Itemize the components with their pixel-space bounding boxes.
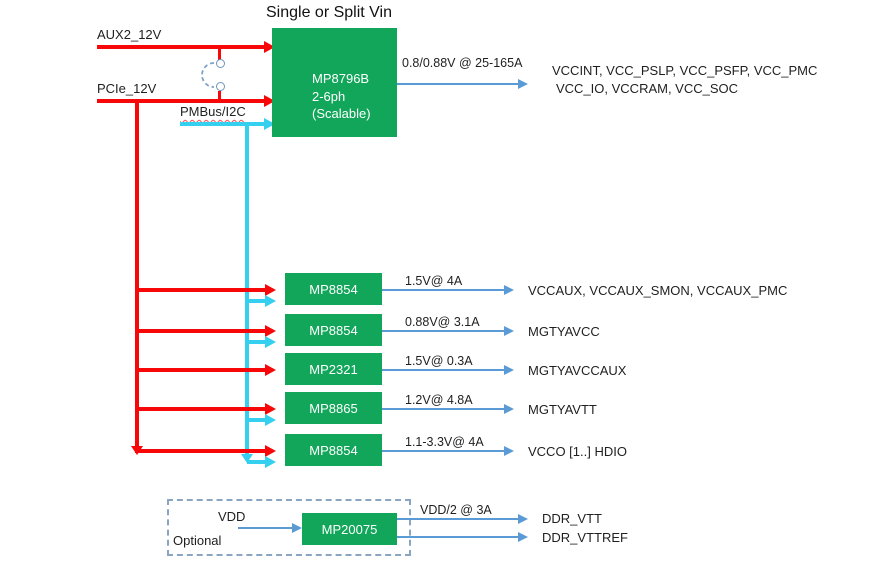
arrowhead-icon xyxy=(265,414,276,426)
output-value-label: 0.88V@ 3.1A xyxy=(405,315,480,329)
regulator-block: MP8854 xyxy=(285,273,382,305)
switch-contact-icon xyxy=(216,59,225,68)
switch-stub-bottom xyxy=(218,91,221,100)
pmbus-line xyxy=(180,122,267,126)
aux-input-label: AUX2_12V xyxy=(97,27,162,42)
optional-output-label: VDD/2 @ 3A xyxy=(420,503,492,517)
arrowhead-icon xyxy=(265,403,276,415)
pmbus-line xyxy=(247,340,267,344)
load-label: MGTYAVCCAUX xyxy=(528,363,627,378)
power-line xyxy=(137,368,267,372)
arrowhead-icon xyxy=(264,95,275,107)
main-output-label: 0.8/0.88V @ 25-165A xyxy=(402,56,523,70)
aux-power-line xyxy=(97,45,267,49)
phase-label: 2-6ph xyxy=(312,88,346,104)
pmbus-line xyxy=(247,299,267,303)
red-power-trunk xyxy=(135,99,139,453)
arrowhead-icon xyxy=(265,295,276,307)
chip-label: MP20075 xyxy=(321,521,378,537)
output-arrow xyxy=(382,450,506,452)
chip-label: MP2321 xyxy=(309,361,358,377)
arrowhead-icon xyxy=(265,364,276,376)
regulator-block: MP8854 xyxy=(285,434,382,466)
output-value-label: 1.5V@ 4A xyxy=(405,274,463,288)
load-label: MGTYAVCC xyxy=(528,324,600,339)
arrowhead-icon xyxy=(504,326,514,336)
arrowhead-icon xyxy=(265,445,276,457)
output-arrow xyxy=(382,369,506,371)
main-regulator-block: MP8796B 2-6ph (Scalable) xyxy=(272,28,397,137)
optional-regulator-block: MP20075 xyxy=(302,513,397,545)
ddr-vtt-arrow xyxy=(397,518,520,520)
chip-label: MP8854 xyxy=(309,281,358,297)
switch-arc-icon xyxy=(201,62,215,88)
chip-label: MP8854 xyxy=(309,322,358,338)
arrowhead-icon xyxy=(504,365,514,375)
switch-contact-icon xyxy=(216,82,225,91)
arrowhead-icon xyxy=(292,523,302,533)
arrowhead-icon xyxy=(265,325,276,337)
arrowhead-icon xyxy=(264,118,275,130)
main-loads-line2: VCC_IO, VCCRAM, VCC_SOC xyxy=(556,81,739,96)
power-line xyxy=(137,407,267,411)
load-label: MGTYAVTT xyxy=(528,402,597,417)
arrowhead-icon xyxy=(265,284,276,296)
scalable-label: (Scalable) xyxy=(312,106,371,122)
regulator-block: MP8854 xyxy=(285,314,382,346)
output-value-label: 1.1-3.3V@ 4A xyxy=(405,435,484,449)
pcie-input-label: PCIe_12V xyxy=(97,81,157,96)
chip-label: MP8865 xyxy=(309,400,358,416)
output-arrow xyxy=(382,408,506,410)
power-line xyxy=(137,288,267,292)
ddr-vtt-load-label: DDR_VTT xyxy=(542,511,602,526)
output-arrow xyxy=(382,289,506,291)
arrowhead-icon xyxy=(265,456,276,468)
pcie-power-line xyxy=(97,99,267,103)
load-label: VCCO [1..] HDIO xyxy=(528,444,627,459)
arrowhead-icon xyxy=(518,514,528,524)
pmbus-line xyxy=(247,460,267,464)
main-regulator-text: MP8796B 2-6ph (Scalable) xyxy=(312,70,371,123)
regulator-block: MP8865 xyxy=(285,392,382,424)
arrowhead-icon xyxy=(264,41,275,53)
optional-label: Optional xyxy=(173,533,222,548)
diagram-title: Single or Split Vin xyxy=(266,4,392,21)
vdd-arrow xyxy=(238,527,294,529)
vdd-input-label: VDD xyxy=(218,509,246,524)
chip-label: MP8796B xyxy=(312,71,370,86)
arrowhead-icon xyxy=(265,336,276,348)
ddr-vttref-load-label: DDR_VTTREF xyxy=(542,530,628,545)
optional-group-box xyxy=(167,499,411,556)
arrowhead-icon xyxy=(504,285,514,295)
pmbus-line xyxy=(247,418,267,422)
ddr-vttref-arrow xyxy=(397,536,520,538)
arrowhead-icon xyxy=(518,532,528,542)
pmbus-input-label: PMBus/I2C xyxy=(180,104,246,119)
arrowhead-icon xyxy=(504,446,514,456)
power-line xyxy=(137,449,267,453)
pmbus-trunk xyxy=(245,124,249,460)
regulator-block: MP2321 xyxy=(285,353,382,385)
main-output-arrow xyxy=(397,83,520,85)
output-value-label: 1.5V@ 0.3A xyxy=(405,354,473,368)
main-loads-line1: VCCINT, VCC_PSLP, VCC_PSFP, VCC_PMC xyxy=(552,63,818,78)
power-line xyxy=(137,329,267,333)
switch-stub-top xyxy=(218,49,221,60)
output-value-label: 1.2V@ 4.8A xyxy=(405,393,473,407)
arrowhead-icon xyxy=(518,79,528,89)
arrowhead-icon xyxy=(504,404,514,414)
load-label: VCCAUX, VCCAUX_SMON, VCCAUX_PMC xyxy=(528,283,788,298)
chip-label: MP8854 xyxy=(309,442,358,458)
output-arrow xyxy=(382,330,506,332)
arrowhead-icon xyxy=(241,454,253,463)
